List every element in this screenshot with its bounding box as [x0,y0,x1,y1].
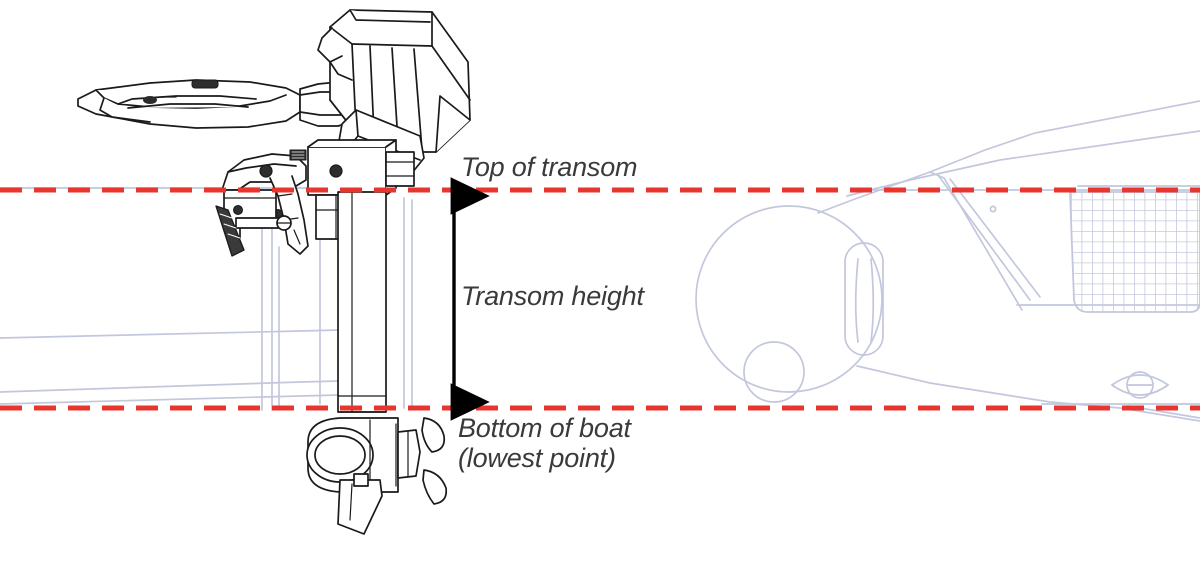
lower-unit [306,417,421,535]
label-top-of-transom: Top of transom [461,152,638,182]
outboard-motor [77,9,471,535]
deck-grate-panel [1069,191,1200,313]
label-bottom-of-boat-line1: Bottom of boat [458,413,631,443]
label-bottom-of-boat: Bottom of boat(lowest point) [458,413,631,473]
reference-lines [0,187,1200,411]
drive-shaft [337,191,387,413]
propeller [421,417,448,505]
transom-clamp-bracket [215,149,309,257]
boat-hull-ghost [0,100,1200,422]
label-transom-height: Transom height [461,281,644,311]
drain-plug-fitting [1110,371,1170,399]
label-bottom-of-boat-line2: (lowest point) [458,443,616,474]
